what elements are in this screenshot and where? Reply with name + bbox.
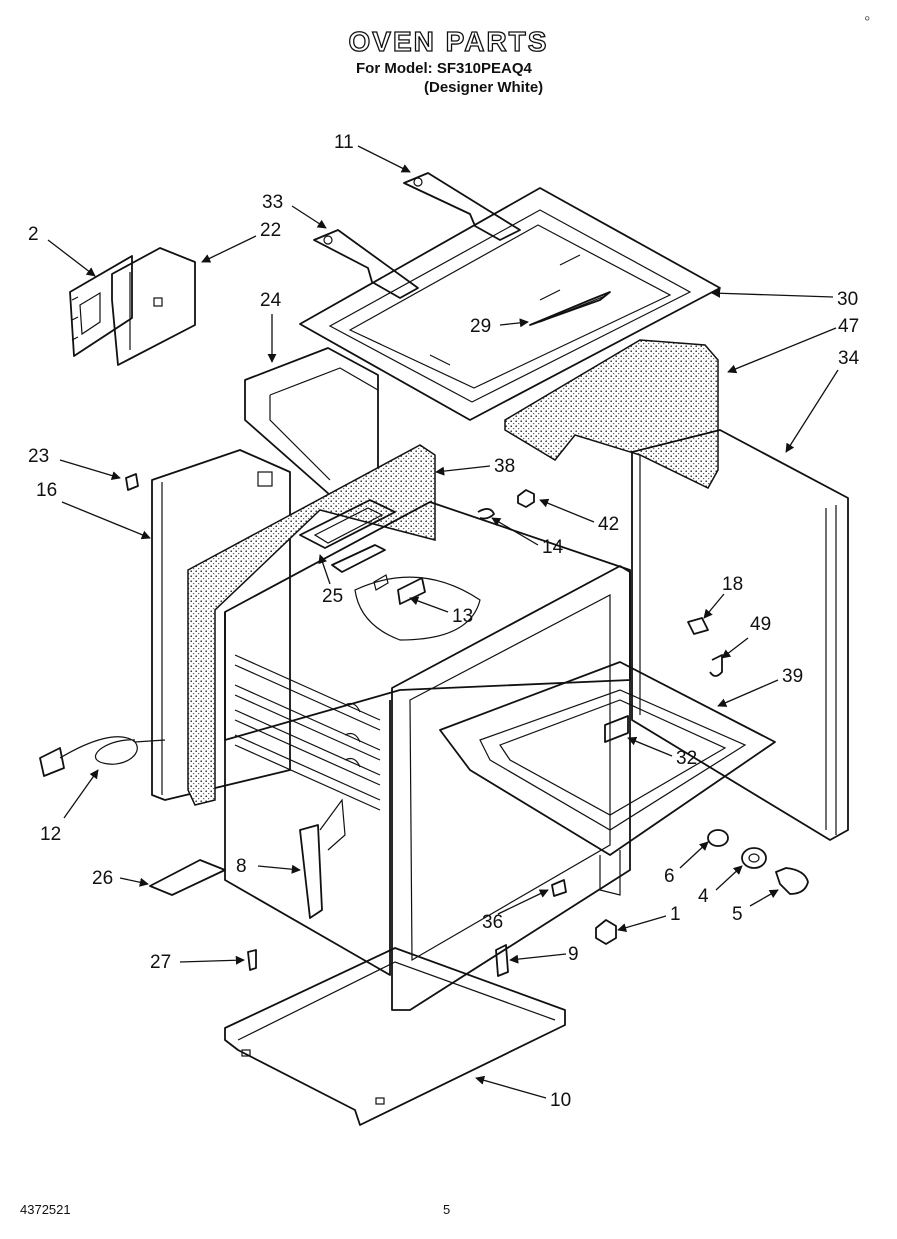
part-42-nut: [517, 489, 535, 508]
part-18-pin: [687, 617, 709, 635]
part-39-drawer: [439, 661, 776, 896]
callout-47: 47: [838, 316, 859, 337]
oven-cavity: [224, 501, 631, 976]
part-8-sensor: [299, 798, 346, 919]
part-6-knob: [707, 829, 729, 847]
part-26-strip: [149, 859, 226, 896]
callout-13: 13: [452, 606, 473, 627]
callout-14: 14: [542, 537, 564, 558]
callout-26: 26: [92, 868, 113, 889]
part-34-side-panel: [631, 429, 849, 841]
callout-49: 49: [750, 614, 771, 635]
callout-27: 27: [150, 952, 171, 973]
part-27-screw: [247, 949, 257, 971]
callout-24: 24: [260, 290, 282, 311]
part-24-duct: [244, 347, 379, 496]
part-38-insulation: [187, 444, 436, 806]
callout-32: 32: [676, 748, 697, 769]
part-10-bottom-panel: [224, 947, 566, 1126]
callout-18: 18: [722, 574, 743, 595]
callout-1: 1: [670, 904, 681, 925]
part-13-plate: [373, 574, 426, 605]
part-11-bracket: [403, 172, 521, 241]
part-25-vent: [299, 499, 396, 573]
callout-34: 34: [838, 348, 860, 369]
part-22-panel: [111, 247, 196, 366]
part-36-clip: [551, 879, 567, 897]
callout-11: 11: [334, 132, 354, 153]
callout-42: 42: [598, 514, 619, 535]
model-line: For Model: SF310PEAQ4: [356, 60, 532, 77]
part-29-clip: [529, 291, 611, 326]
callout-36: 36: [482, 912, 503, 933]
part-30-top-frame: [299, 187, 721, 421]
page-number: 5: [443, 1202, 451, 1217]
part-33-bracket: [313, 229, 419, 299]
part-14-clip: [477, 508, 495, 520]
part-4-knob: [741, 847, 767, 869]
part-1-nut: [595, 919, 617, 945]
callout-8: 8: [236, 856, 247, 877]
callout-38: 38: [494, 456, 515, 477]
page-title: OVEN PARTS: [348, 25, 549, 57]
callout-25: 25: [322, 586, 343, 607]
callout-6: 6: [664, 866, 675, 887]
leader-lines: [47, 145, 839, 1099]
callout-5: 5: [732, 904, 743, 925]
callout-23: 23: [28, 446, 49, 467]
oven-front-frame: [391, 565, 631, 1011]
callout-30: 30: [837, 289, 858, 310]
part-32-label: [604, 715, 629, 743]
callout-9: 9: [568, 944, 579, 965]
document-number: 4372521: [20, 1202, 71, 1217]
part-2-panel: [69, 255, 133, 357]
callout-22: 22: [260, 220, 281, 241]
callout-numbers: 11 33 2 22 24 30 29 47 34 23 38 16 42 14…: [28, 132, 860, 1111]
part-16-side-panel: [151, 449, 291, 801]
callout-10: 10: [550, 1090, 571, 1111]
callout-16: 16: [36, 480, 57, 501]
color-line: (Designer White): [424, 79, 544, 96]
callout-29: 29: [470, 316, 491, 337]
callout-33: 33: [262, 192, 283, 213]
corner-mark: °: [864, 14, 871, 31]
part-12-power-cord: [39, 736, 166, 777]
callout-12: 12: [40, 824, 61, 845]
part-9-bracket: [495, 944, 509, 977]
callout-2: 2: [28, 224, 39, 245]
callout-4: 4: [698, 886, 709, 907]
part-23-clip: [125, 473, 139, 491]
part-5-bulb: [775, 867, 809, 895]
part-47-insulation: [504, 339, 719, 489]
callout-39: 39: [782, 666, 803, 687]
part-49-clip: [709, 654, 723, 677]
